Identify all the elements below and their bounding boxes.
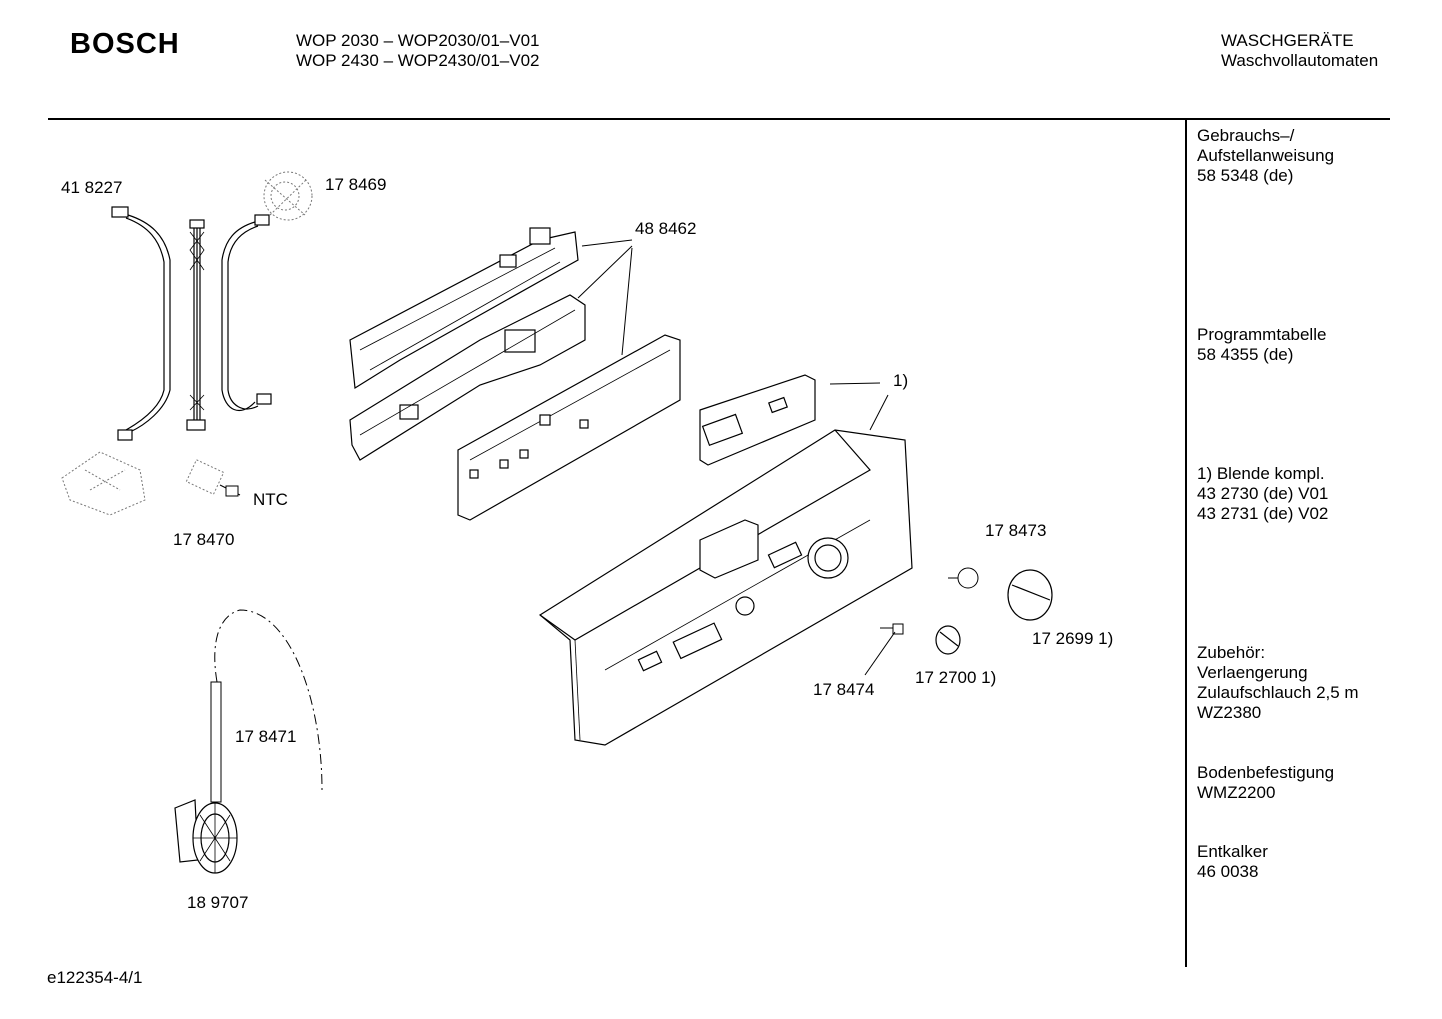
descaler-line-2: 46 0038 bbox=[1197, 862, 1259, 881]
part-178473 bbox=[948, 567, 979, 589]
control-module-board bbox=[457, 334, 681, 521]
label-178474: 17 8474 bbox=[813, 680, 875, 699]
accessories-line-3: Zulaufschlauch 2,5 m bbox=[1197, 683, 1359, 702]
blende-line-3: 43 2731 (de) V02 bbox=[1197, 504, 1329, 523]
label-172699-1: 17 2699 1) bbox=[1032, 629, 1114, 648]
accessories-line-1: Zubehör: bbox=[1197, 643, 1266, 662]
model-line-2: WOP 2430 – WOP2430/01–V02 bbox=[296, 51, 540, 70]
model-line-1: WOP 2030 – WOP2030/01–V01 bbox=[296, 31, 540, 50]
label-ref-1: 1) bbox=[893, 371, 909, 390]
manual-line-2: Aufstellanweisung bbox=[1197, 146, 1335, 165]
category-title: WASCHGERÄTE bbox=[1221, 31, 1354, 50]
leader-lines bbox=[577, 239, 896, 676]
bosch-logo: BOSCH bbox=[70, 28, 180, 60]
cable-harness-418227 bbox=[111, 206, 272, 441]
descaler-line-1: Entkalker bbox=[1197, 842, 1268, 861]
label-189707: 18 9707 bbox=[187, 893, 249, 912]
sidebar-descaler: Entkalker 46 0038 bbox=[1197, 842, 1407, 882]
display-board bbox=[699, 374, 816, 466]
program-line-1: Programmtabelle bbox=[1197, 325, 1327, 344]
knob-172699 bbox=[1007, 569, 1053, 621]
dotted-part-178470 bbox=[61, 451, 241, 516]
pressure-switch-189707 bbox=[174, 799, 238, 874]
label-178473: 17 8473 bbox=[985, 521, 1047, 540]
sidebar-program-table: Programmtabelle 58 4355 (de) bbox=[1197, 325, 1407, 365]
hose-178471 bbox=[210, 609, 323, 803]
manual-line-1: Gebrauchs–/ bbox=[1197, 126, 1295, 145]
accessories-line-4: WZ2380 bbox=[1197, 703, 1262, 722]
dotted-part-178469 bbox=[263, 171, 313, 221]
label-172700-1: 17 2700 1) bbox=[915, 668, 997, 687]
sidebar-accessories: Zubehör: Verlaengerung Zulaufschlauch 2,… bbox=[1197, 643, 1407, 723]
blende-line-2: 43 2730 (de) V01 bbox=[1197, 484, 1329, 503]
sidebar-floor-mount: Bodenbefestigung WMZ2200 bbox=[1197, 763, 1407, 803]
sidebar-blende: 1) Blende kompl. 43 2730 (de) V01 43 273… bbox=[1197, 464, 1407, 524]
label-178470: 17 8470 bbox=[173, 530, 235, 549]
control-module-upper bbox=[349, 227, 579, 390]
control-module-middle bbox=[349, 294, 586, 461]
floor-line-1: Bodenbefestigung bbox=[1197, 763, 1335, 782]
label-488462: 48 8462 bbox=[635, 219, 697, 238]
manual-line-3: 58 5348 (de) bbox=[1197, 166, 1294, 185]
label-178469: 17 8469 bbox=[325, 175, 387, 194]
front-panel bbox=[538, 429, 913, 746]
part-178474 bbox=[880, 623, 904, 635]
label-ntc: NTC bbox=[253, 490, 288, 509]
sidebar-manual: Gebrauchs–/ Aufstellanweisung 58 5348 (d… bbox=[1197, 126, 1407, 186]
label-418227: 41 8227 bbox=[61, 178, 123, 197]
document-id: e122354-4/1 bbox=[47, 968, 143, 987]
accessories-line-2: Verlaengerung bbox=[1197, 663, 1308, 682]
label-178471: 17 8471 bbox=[235, 727, 297, 746]
knob-172700 bbox=[935, 625, 961, 655]
program-line-2: 58 4355 (de) bbox=[1197, 345, 1294, 364]
floor-line-2: WMZ2200 bbox=[1197, 783, 1276, 802]
category-subtitle: Waschvollautomaten bbox=[1221, 51, 1379, 70]
blende-line-1: 1) Blende kompl. bbox=[1197, 464, 1325, 483]
